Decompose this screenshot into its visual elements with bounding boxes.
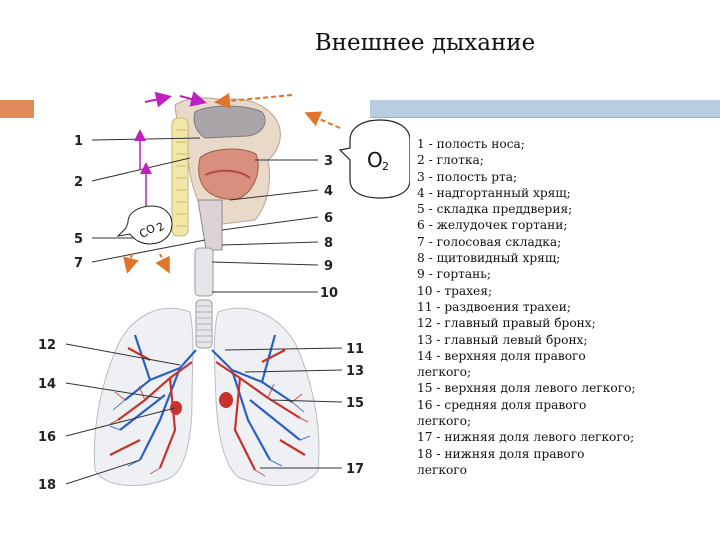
o2-bubble: O 2	[340, 120, 410, 198]
legend-item: 14 - верхняя доля правого	[417, 348, 717, 364]
accent-bar-right	[370, 100, 720, 118]
legend-item: 2 - глотка;	[417, 152, 717, 168]
o2-label: O	[367, 148, 383, 172]
legend-item: 15 - верхняя доля левого легкого;	[417, 380, 717, 396]
number-label: 2	[74, 175, 83, 190]
legend-item: 10 - трахея;	[417, 283, 717, 299]
respiratory-diagram: O 2 CO 2 1 2 5 7 12 14 16 18 3 4 6 8 9 1…	[0, 0, 410, 540]
legend-item: 11 - раздвоения трахеи;	[417, 299, 717, 315]
number-label: 1	[74, 134, 83, 149]
legend-item: 9 - гортань;	[417, 266, 717, 282]
legend-item: 1 - полость носа;	[417, 136, 717, 152]
legend-item: 18 - нижняя доля правого	[417, 446, 717, 462]
legend-item: 17 - нижняя доля левого легкого;	[417, 429, 717, 445]
legend-item: 7 - голосовая складка;	[417, 234, 717, 250]
number-label: 4	[324, 184, 333, 199]
number-label: 8	[324, 236, 333, 251]
legend-item: легкого;	[417, 413, 717, 429]
number-label: 10	[320, 286, 338, 301]
legend-item: легкого	[417, 462, 717, 478]
legend-item: 13 - главный левый бронх;	[417, 332, 717, 348]
number-label: 15	[346, 396, 364, 411]
legend-item: 6 - желудочек гортани;	[417, 217, 717, 233]
legend-item: 4 - надгортанный хрящ;	[417, 185, 717, 201]
legend-item: легкого;	[417, 364, 717, 380]
trachea	[195, 248, 213, 348]
number-label: 7	[74, 256, 83, 271]
number-label: 11	[346, 342, 364, 357]
number-label: 16	[38, 430, 56, 445]
right-number-labels: 3 4 6 8 9 10 11 13 15 17	[320, 154, 364, 477]
head-section	[172, 98, 280, 250]
o2-subscript: 2	[382, 160, 389, 173]
number-label: 18	[38, 478, 56, 493]
legend-item: 8 - щитовидный хрящ;	[417, 250, 717, 266]
legend-item: 12 - главный правый бронх;	[417, 315, 717, 331]
number-label: 13	[346, 364, 364, 379]
number-label: 5	[74, 232, 83, 247]
number-label: 14	[38, 377, 56, 392]
number-label: 9	[324, 259, 333, 274]
divider-line	[370, 117, 720, 118]
number-label: 6	[324, 211, 333, 226]
legend-item: 16 - средняя доля правого	[417, 397, 717, 413]
number-label: 17	[346, 462, 364, 477]
legend-item: 5 - складка преддверия;	[417, 201, 717, 217]
number-label: 3	[324, 154, 333, 169]
legend-list: 1 - полость носа; 2 - глотка; 3 - полост…	[417, 136, 717, 478]
left-number-labels: 1 2 5 7 12 14 16 18	[38, 134, 83, 493]
legend-item: 3 - полость рта;	[417, 169, 717, 185]
number-label: 12	[38, 338, 56, 353]
